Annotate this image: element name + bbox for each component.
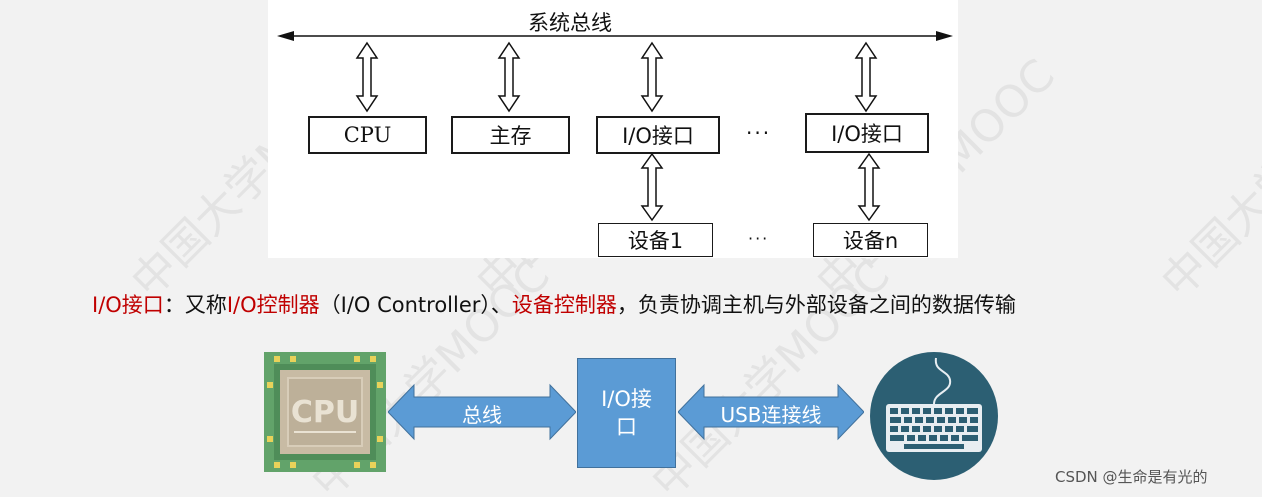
bus-memory-double-arrow: [497, 41, 521, 113]
system-bus-label: 系统总线: [528, 11, 612, 35]
memory-box: 主存: [451, 116, 570, 154]
io-interface-definition: I/O接口：又称I/O控制器（I/O Controller）、设备控制器，负责协…: [92, 289, 1016, 319]
caption-text: ：又称: [163, 293, 227, 317]
system-bus-line: [277, 31, 953, 41]
keyboard-icon: [870, 352, 998, 480]
usb-arrow-label: USB连接线: [720, 403, 822, 427]
usb-arrow: [678, 383, 864, 441]
io-interface-box-1: I/O接口: [596, 116, 720, 154]
io-block-line2: 口: [616, 415, 637, 439]
term-io-controller: I/O控制器: [226, 293, 320, 317]
source-credit: CSDN @生命是有光的: [1055, 468, 1208, 486]
device-n-box: 设备n: [813, 223, 928, 257]
io-interface-block: I/O接 口: [577, 358, 676, 468]
ion-devicen-double-arrow: [857, 152, 881, 222]
bus-io1-double-arrow: [640, 41, 664, 113]
bus-cpu-double-arrow: [355, 41, 379, 113]
io-block-line1: I/O接: [601, 387, 652, 411]
caption-text: ，负责协调主机与外部设备之间的数据传输: [616, 293, 1016, 317]
bus-arrow: [388, 383, 576, 441]
io1-device1-double-arrow: [640, 152, 664, 222]
io-interface-box-n: I/O接口: [805, 113, 929, 153]
device-1-box: 设备1: [598, 223, 713, 257]
cpu-chip-icon: CPU: [264, 352, 386, 472]
caption-text: （I/O Controller）、: [319, 293, 512, 317]
ellipsis: ···: [746, 121, 772, 145]
ellipsis: ···: [748, 229, 770, 248]
bus-arrow-label: 总线: [462, 403, 502, 427]
bus-ion-double-arrow: [854, 41, 878, 113]
term-device-controller: 设备控制器: [511, 293, 617, 317]
cpu-box: CPU: [308, 116, 427, 154]
cpu-chip-label: CPU: [291, 395, 359, 430]
term-io-interface: I/O接口: [92, 293, 164, 317]
